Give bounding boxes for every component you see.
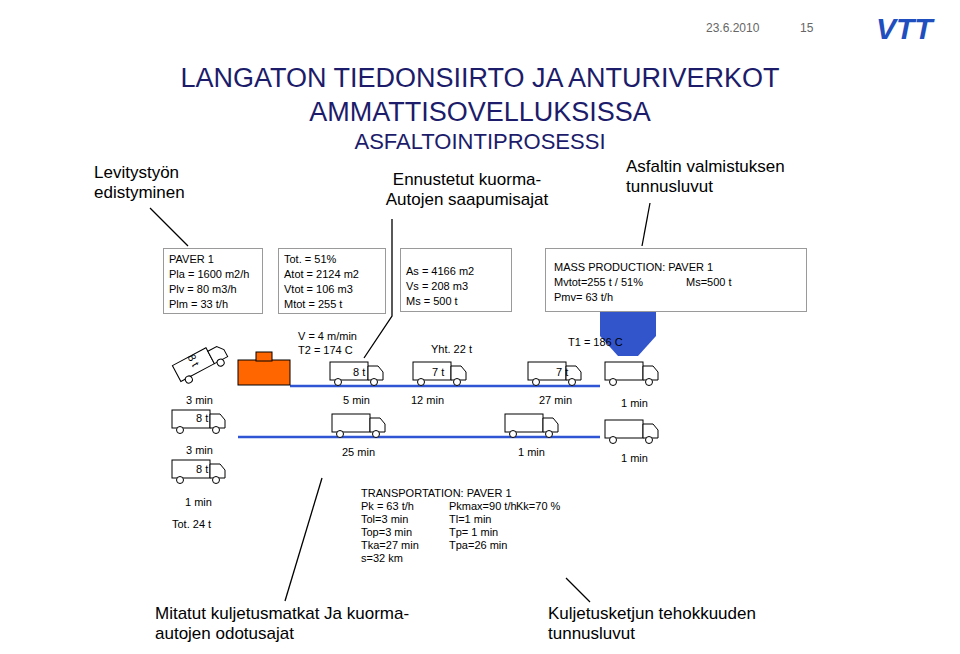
value-label: 1 min [621,452,648,465]
value-text: Tl=1 min [449,513,492,526]
value-label: 5 min [343,394,370,407]
truck [505,414,558,438]
paver [238,352,290,385]
data-box: Tot. = 51% Atot = 2124 m2 Vtot = 106 m3 Mto… [278,248,386,314]
trucks [172,341,658,484]
truck [605,362,658,386]
value-label: 8 t [196,412,208,425]
value-text: Pla = 1600 m2/h [169,268,249,281]
value-label: Tot. 24 t [172,518,211,531]
data-box: TRANSPORTATION: PAVER 1Pk = 63 t/h Pkmax=… [355,484,581,572]
value-text: Pk = 63 t/h [361,500,414,513]
truck [605,420,658,444]
value-text: Ms = 500 t [406,295,458,308]
value-label: 1 min [621,397,648,410]
value-label: T2 = 174 C [298,344,353,357]
value-text: As = 4166 m2 [406,265,474,278]
truck [528,362,581,386]
truck [413,362,466,386]
value-label: 1 min [518,446,545,459]
value-label: T1 = 186 C [568,336,623,349]
value-label: V = 4 m/min [298,330,357,343]
value-text: Tka=27 min [361,539,419,552]
value-text: PAVER 1 [169,253,214,266]
value-text: Pmv= 63 t/h [554,291,613,304]
value-label: Yht. 22 t [431,343,472,356]
value-label: 1 min [185,496,212,509]
value-text: Kk=70 % [516,500,560,513]
value-text: MASS PRODUCTION: PAVER 1 [554,261,713,274]
callout-text: Ennustetut kuorma- Autojen saapumisajat [372,170,562,209]
value-label: 3 min [186,444,213,457]
value-label: 8 t [196,463,208,476]
value-text: Vs = 208 m3 [406,280,468,293]
truck [172,460,225,484]
value-label: 27 min [539,394,572,407]
truck [172,341,230,387]
data-box: PAVER 1 Pla = 1600 m2/hPlv = 80 m3/hPlm =… [163,248,263,314]
value-text: s=32 km [361,552,403,565]
value-label: 25 min [342,446,375,459]
value-text: Tp= 1 min [449,526,498,539]
value-text: Tol=3 min [361,513,408,526]
value-text: Plm = 33 t/h [169,298,228,311]
callout-text: Asfaltin valmistuksen tunnusluvut [626,157,826,196]
value-label: 12 min [411,394,444,407]
value-text: Atot = 2124 m2 [284,268,359,281]
value-label: 7 t [556,366,568,379]
data-box: MASS PRODUCTION: PAVER 1 Mvtot=255 t / 51… [545,248,807,312]
value-label: 3 min [186,394,213,407]
value-label: 8 t [353,366,365,379]
callout-text: Levitystyön edistyminen [94,163,219,202]
callout-text: Kuljetusketjun tehokkuuden tunnusluvut [548,604,808,643]
value-text: Vtot = 106 m3 [284,283,353,296]
title: LANGATON TIEDONSIIRTO JA ANTURIVERKOT AM… [110,62,850,130]
value-text: Pkmax=90 t/h [449,500,517,513]
value-text: Mtot = 255 t [284,298,342,311]
value-label: 23.6.2010 [706,22,759,36]
conveyor-lines [238,386,600,437]
value-text: Tpa=26 min [449,539,507,552]
value-label: 15 [800,22,813,36]
value-text: Ms=500 t [686,276,732,289]
data-box: As = 4166 m2 Vs = 208 m3 Ms = 500 t [400,248,512,312]
value-text: Mvtot=255 t / 51% [554,276,643,289]
truck [172,410,225,434]
truck [332,414,385,438]
callout-text: VTT [876,12,933,47]
value-text: TRANSPORTATION: PAVER 1 [361,487,512,500]
value-label: 7 t [432,366,444,379]
value-text: Plv = 80 m3/h [169,283,237,296]
callout-text: ASFALTOINTIPROSESSI [330,129,630,154]
value-text: Top=3 min [361,526,412,539]
truck [330,362,383,386]
value-text: Tot. = 51% [284,253,336,266]
callout-text: Mitatut kuljetusmatkat Ja kuorma-autojen… [155,604,430,643]
